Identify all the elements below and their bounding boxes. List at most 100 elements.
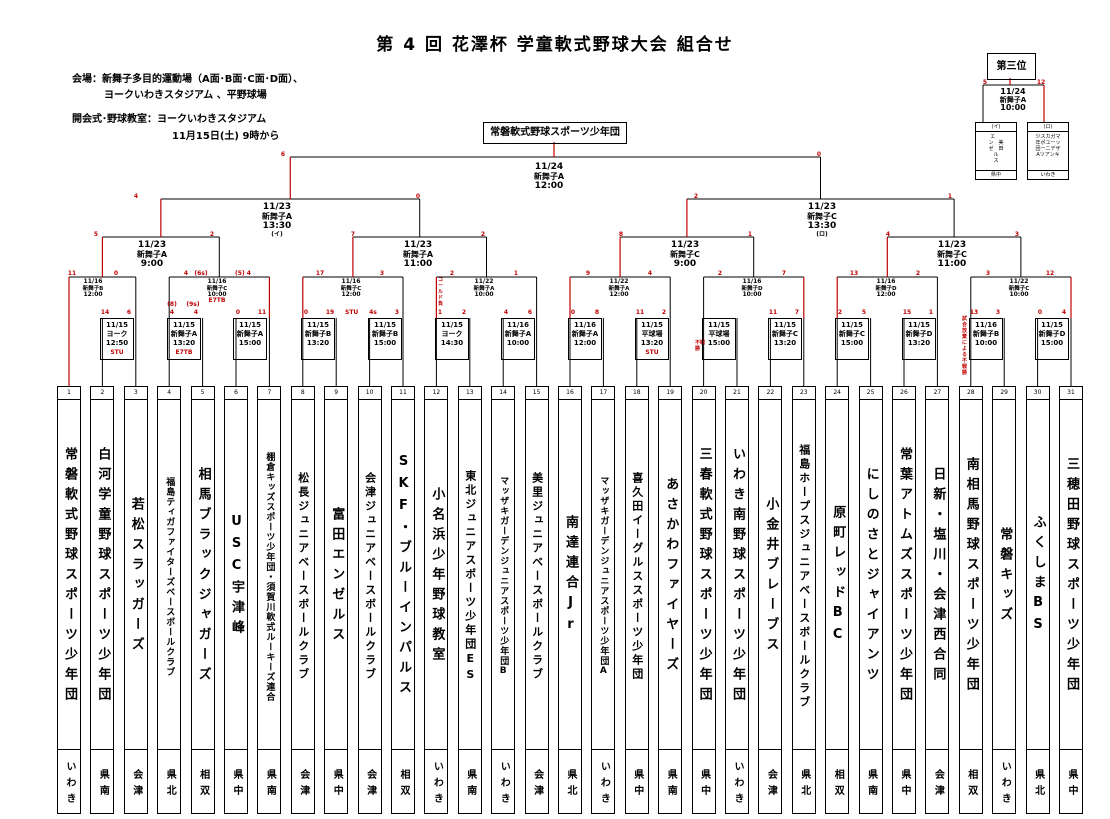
third-place-title: 第三位 bbox=[987, 53, 1036, 80]
team-number: 4 bbox=[158, 387, 181, 400]
team-area: いわき bbox=[598, 761, 610, 809]
team-area: 県中 bbox=[231, 769, 242, 801]
r1-pre-score: (9s) bbox=[186, 301, 200, 308]
qf1-score-l: 5 bbox=[93, 231, 99, 238]
venue-line-2: ヨークいわきスタジアム 、平野球場 bbox=[104, 90, 267, 101]
team-name: 東北ジュニアスポーツ少年団ES bbox=[458, 400, 481, 750]
r1-score: 0 bbox=[303, 309, 309, 316]
team-number: 20 bbox=[692, 387, 715, 400]
r1-score: 6 bbox=[527, 309, 533, 316]
team-number: 24 bbox=[826, 387, 849, 400]
sf-r-score-l: 2 bbox=[693, 193, 699, 200]
team-name: USC宇津峰 bbox=[225, 400, 247, 750]
r1-score: 11 bbox=[768, 309, 778, 316]
team-name: 日新・塩川・会津西合同 bbox=[926, 400, 949, 750]
team-name: 喜久田イーグルススポーツ少年団 bbox=[625, 400, 648, 750]
team-number: 7 bbox=[258, 387, 281, 400]
qf3-score-l: 8 bbox=[618, 231, 624, 238]
team-area: 県南 bbox=[865, 769, 877, 801]
team-name: 常磐キッズ bbox=[993, 400, 1016, 750]
stu-annotation: STU bbox=[345, 309, 359, 316]
team-area: 県北 bbox=[164, 769, 176, 801]
vertical-annotation-13: コールド負 bbox=[438, 277, 444, 307]
team-area: 県北 bbox=[565, 769, 576, 801]
r2-3-score-r: 3 bbox=[379, 270, 385, 277]
team-number: 12 bbox=[425, 387, 448, 400]
team-number: 21 bbox=[726, 387, 748, 400]
r2-3-score-l: 17 bbox=[315, 270, 325, 277]
team-number: 15 bbox=[525, 387, 548, 400]
team-area: 県北 bbox=[798, 769, 810, 801]
team-number: 31 bbox=[1060, 387, 1082, 400]
r1-score: 4 bbox=[1061, 309, 1067, 316]
r2-8-score-r: 12 bbox=[1045, 270, 1055, 277]
team-area: 県南 bbox=[97, 769, 109, 801]
team-number: 2 bbox=[91, 387, 114, 400]
r1-score: 0 bbox=[570, 309, 576, 316]
team-area: 県南 bbox=[665, 769, 677, 801]
team-number: 8 bbox=[291, 387, 314, 400]
r2-5-score-l: 9 bbox=[585, 270, 591, 277]
team-name: SKF・ブルーインパルス bbox=[392, 400, 414, 750]
team-number: 13 bbox=[458, 387, 481, 400]
team-name: ふくしまBS bbox=[1026, 400, 1049, 750]
team-name: 若松スラッガーズ bbox=[124, 400, 147, 750]
third-place-match: 11/24 新舞子A 10:00 bbox=[999, 87, 1027, 113]
team-name: 相馬ブラックジャガーズ bbox=[191, 400, 214, 750]
team-name: 美里ジュニアベースボールクラブ bbox=[525, 400, 548, 750]
r2-8-score-l: 3 bbox=[985, 270, 991, 277]
r1-score: 1 bbox=[928, 309, 934, 316]
team-name: 棚倉キッズスポーツ少年団・須賀川軟式ルーキーズ連合 bbox=[258, 400, 281, 750]
team-area: 会津 bbox=[364, 769, 376, 801]
team-name: マッザキガーデンジュニアスポーツ少年団B bbox=[492, 400, 515, 750]
r1-score: 4 bbox=[193, 309, 199, 316]
sf-l-score-l: 4 bbox=[133, 193, 139, 200]
champion-box: 常磐軟式野球スポーツ少年団 bbox=[483, 122, 627, 144]
team-name: マッザキガーデンジュニアスポーツ少年団A bbox=[592, 400, 615, 750]
team-number: 17 bbox=[592, 387, 615, 400]
team-number: 29 bbox=[993, 387, 1016, 400]
team-number: 11 bbox=[392, 387, 414, 400]
r1-score: 14 bbox=[100, 309, 110, 316]
r1-score: 11 bbox=[635, 309, 645, 316]
team-area: 県中 bbox=[1066, 769, 1077, 801]
ceremony-line-1: 開会式･野球教室：ヨークいわきスタジアム bbox=[72, 114, 267, 125]
team-number: 25 bbox=[859, 387, 882, 400]
qf4-score-r: 3 bbox=[1014, 231, 1020, 238]
qf1-score-r: 2 bbox=[209, 231, 215, 238]
qf2-score-r: 2 bbox=[480, 231, 486, 238]
team-area: 会津 bbox=[531, 769, 543, 801]
r1-score: 2 bbox=[837, 309, 843, 316]
vertical-annotation-28: 試合放棄による不戦勝 bbox=[962, 316, 968, 376]
r2-7-score-l: 13 bbox=[849, 270, 859, 277]
qf2-score-l: 7 bbox=[350, 231, 356, 238]
team-name: いわき南野球スポーツ少年団 bbox=[726, 400, 748, 750]
team-area: 県中 bbox=[698, 769, 710, 801]
team-area: 県中 bbox=[331, 769, 343, 801]
